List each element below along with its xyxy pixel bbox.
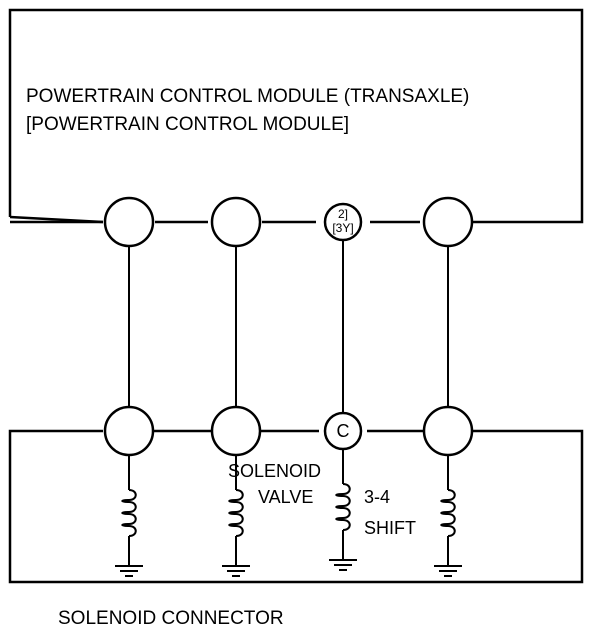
solenoid-coil-4 xyxy=(433,454,463,577)
pcm-pin-label-2: [3Y] xyxy=(332,221,353,235)
connector-terminal-4 xyxy=(422,405,474,457)
pcm-terminal-1 xyxy=(103,196,155,248)
solenoid-label-line3: 3-4 xyxy=(364,487,390,507)
solenoid-coil-1 xyxy=(114,454,144,577)
connector-box xyxy=(8,429,584,584)
pcm-terminal-4 xyxy=(422,196,474,248)
pcm-box-bottom-left xyxy=(9,215,104,224)
pcm-title: POWERTRAIN CONTROL MODULE (TRANSAXLE) xyxy=(26,86,469,107)
pcm-subtitle: [POWERTRAIN CONTROL MODULE] xyxy=(26,114,349,135)
solenoid-label-line2: VALVE xyxy=(258,487,313,507)
pcm-terminal-3 xyxy=(323,202,363,242)
pcm-terminal-2 xyxy=(210,196,262,248)
solenoid-coil-3 xyxy=(328,448,358,571)
pcm-pin-label-1: 2] xyxy=(338,207,348,221)
connector-terminal-2 xyxy=(210,405,262,457)
connector-pin-label: C xyxy=(337,421,350,441)
solenoid-label-line4: SHIFT xyxy=(364,518,416,538)
pcm-box xyxy=(8,8,584,224)
connector-caption: SOLENOID CONNECTOR xyxy=(58,608,284,629)
solenoid-label-line1: SOLENOID xyxy=(228,461,321,481)
connector-terminal-1 xyxy=(103,405,155,457)
